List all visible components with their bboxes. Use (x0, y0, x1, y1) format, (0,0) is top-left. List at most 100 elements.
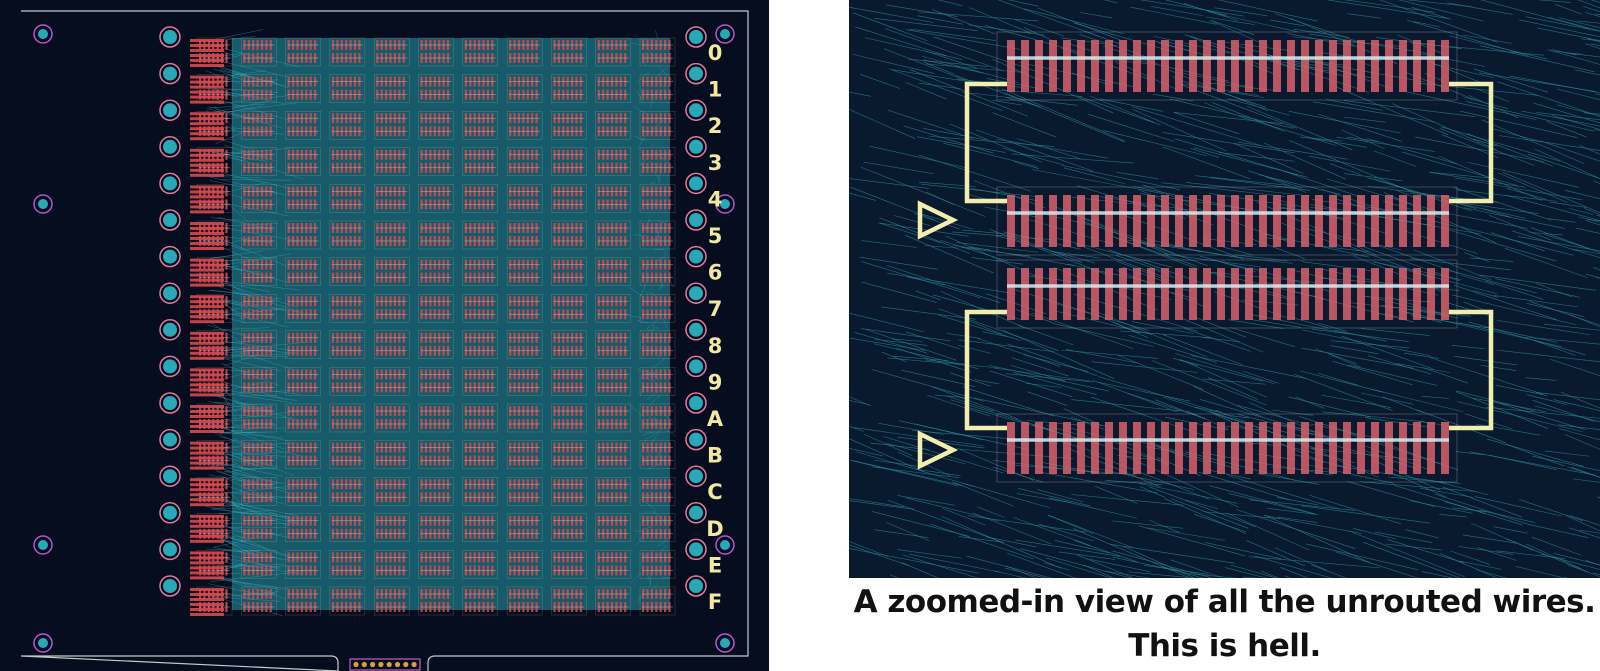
zoom-ratsnest-line (1020, 548, 1132, 578)
left-pad (190, 80, 224, 84)
footprint-courtyard (418, 477, 454, 506)
switch-footprint (241, 330, 277, 359)
zoom-ratsnest-line (962, 386, 1054, 417)
zoom-ratsnest-line (1468, 451, 1595, 476)
zoom-ratsnest-line (1413, 249, 1492, 281)
via-hole (689, 396, 703, 410)
switch-footprint (462, 74, 498, 103)
footprint-courtyard (595, 111, 631, 140)
zoom-ratsnest-line (1347, 13, 1381, 19)
left-pad (190, 341, 224, 345)
zoom-ratsnest-line (1210, 177, 1311, 191)
zoom-ratsnest-line (1008, 0, 1039, 7)
footprint-courtyard (506, 220, 543, 250)
zoom-ratsnest-line (934, 394, 970, 399)
footprint-courtyard (285, 477, 321, 506)
footprint-courtyard (462, 330, 498, 359)
zoom-ratsnest-line (1326, 0, 1449, 19)
zoom-ratsnest-line (1193, 316, 1247, 338)
via-hole (689, 322, 703, 337)
zoom-ratsnest-line (1585, 12, 1600, 17)
zoom-ratsnest-line (892, 355, 949, 361)
left-pad (190, 456, 224, 460)
zoom-pad (1133, 268, 1141, 320)
footprint-courtyard (329, 440, 366, 469)
switch-footprint (639, 74, 676, 103)
zoom-pad (1427, 195, 1435, 247)
left-pad-column (190, 39, 224, 616)
zoom-ratsnest-line (1227, 475, 1340, 510)
zoom-ratsnest-line (1011, 357, 1069, 377)
ratsnest-line (648, 432, 660, 447)
left-pad (190, 461, 224, 465)
zoom-ratsnest-line (886, 265, 1001, 304)
zoom-ratsnest-line (996, 138, 1108, 159)
zoom-ratsnest-line (849, 337, 926, 351)
zoom-ratsnest-line (1185, 499, 1219, 510)
footprint-courtyard (462, 513, 498, 542)
switch-footprint (418, 550, 454, 579)
left-pad (190, 410, 224, 413)
zoom-ratsnest-line (1170, 498, 1249, 529)
zoom-ratsnest-line (1467, 161, 1580, 188)
zoom-ratsnest-line (861, 281, 937, 303)
footprint-courtyard (241, 403, 277, 433)
zoom-ratsnest-line (1418, 216, 1456, 227)
switch-footprint (595, 477, 631, 506)
zoom-ratsnest-line (1571, 248, 1600, 255)
zoom-ratsnest-line (917, 469, 961, 477)
ratsnest-line (645, 255, 648, 258)
ratsnest-line (207, 324, 250, 338)
ratsnest-line (223, 550, 262, 553)
zoom-ratsnest-line (854, 26, 948, 57)
left-pad (190, 539, 224, 543)
zoom-ratsnest-line (1388, 476, 1461, 484)
left-pad (190, 168, 224, 172)
left-pad (190, 305, 224, 309)
footprint-courtyard (418, 513, 454, 542)
zoom-pad (1175, 268, 1183, 320)
zoom-pad (1189, 40, 1197, 92)
footprint-courtyard (551, 184, 587, 213)
footprint-courtyard (374, 257, 410, 286)
zoom-ratsnest-line (1132, 108, 1227, 152)
switch-footprint (329, 111, 366, 140)
zoom-ratsnest-line (1015, 539, 1121, 557)
zoom-pad (1021, 40, 1029, 92)
zoom-ratsnest-line (1326, 99, 1383, 111)
switch-footprint (551, 330, 587, 359)
zoom-pad-row (996, 413, 1458, 483)
footprint-courtyard (374, 37, 410, 67)
footprint-courtyard (285, 111, 321, 140)
zoom-ratsnest-line (1549, 358, 1600, 377)
zoom-canvas (849, 0, 1600, 578)
zoom-ratsnest-line (1534, 340, 1576, 356)
zoom-ratsnest-line (906, 331, 961, 350)
switch-footprint (285, 513, 321, 542)
zoom-ratsnest-line (1151, 360, 1267, 406)
zoom-ratsnest-line (881, 351, 908, 363)
ratsnest-line (217, 95, 288, 105)
footprint-courtyard (595, 440, 631, 469)
zoom-ratsnest-line (1149, 486, 1256, 528)
zoom-pad (1231, 422, 1239, 474)
zoom-ratsnest-line (1499, 135, 1600, 151)
footprint-courtyard (374, 477, 410, 506)
zoom-ratsnest-line (909, 553, 1001, 573)
zoom-ratsnest-line (1413, 21, 1440, 28)
zoom-ratsnest-line (1519, 499, 1584, 522)
ratsnest-line (217, 226, 297, 241)
zoom-pad (1357, 268, 1365, 320)
board-outline (20, 10, 749, 671)
zoom-ratsnest-line (1195, 175, 1290, 186)
via-ring (159, 465, 181, 487)
zoom-pad (1287, 195, 1295, 247)
switch-footprint (374, 257, 410, 286)
zoom-ratsnest-line (1235, 254, 1287, 262)
zoom-ratsnest-line (1462, 534, 1518, 544)
zoom-courtyard (996, 259, 1458, 329)
zoom-ratsnest-line (1580, 38, 1600, 42)
left-pad (190, 478, 224, 482)
footprint-courtyard (551, 220, 587, 250)
